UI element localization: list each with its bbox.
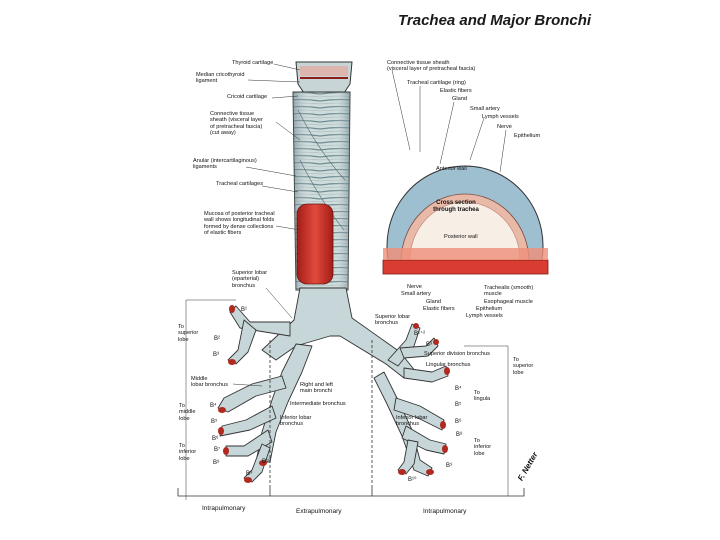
code-b8: B⁸ — [213, 460, 220, 466]
label-intrapulmonary-right: Intrapulmonary — [423, 508, 467, 515]
label-cricoid-cartilage: Cricoid cartilage — [227, 94, 268, 100]
label-to-inferior-lobe-left: To inferior lobe — [474, 438, 492, 457]
code-b8-left: B⁸ — [456, 432, 463, 438]
label-cs-lymph-vessels: Lymph vessels — [466, 313, 503, 319]
code-b6-left: B⁶ — [455, 419, 462, 425]
code-b5: B⁵ — [211, 419, 218, 425]
posterior-wall-mucosa — [296, 203, 334, 285]
label-epithelium: Epithelium — [514, 133, 541, 139]
label-to-superior-lobe-left: To superior lobe — [513, 357, 534, 376]
label-cs-trachealis: Trachealis (smooth) muscle — [484, 285, 534, 298]
label-anterior-wall: Anterior wall — [436, 166, 467, 172]
code-b3: B³ — [213, 352, 219, 358]
label-connective-tissue-sheath: Connective tissue sheath (visceral layer… — [210, 111, 263, 137]
label-inferior-lobar-right: Inferior lobar bronchus — [280, 415, 312, 428]
label-cs-nerve: Nerve — [407, 284, 422, 290]
code-b9: B⁹ — [246, 471, 253, 477]
code-b9-left: B⁹ — [446, 463, 453, 469]
code-b4-left: B⁴ — [455, 386, 462, 392]
label-tracheal-cartilages: Tracheal cartilages — [216, 181, 264, 187]
label-gland: Gland — [452, 96, 467, 102]
code-b5-left: B⁵ — [455, 402, 462, 408]
label-to-superior-lobe-right: To superior lobe — [178, 324, 199, 343]
label-connective-sheath-right: Connective tissue sheath (visceral layer… — [387, 60, 476, 73]
label-anular-ligaments: Anular (intercartilaginous) ligaments — [193, 158, 257, 171]
label-lymph-vessels: Lymph vessels — [482, 114, 519, 120]
label-elastic-fibers: Elastic fibers — [440, 88, 472, 94]
code-b2: B² — [214, 336, 220, 342]
label-cs-small-artery: Small artery — [401, 291, 431, 297]
label-superior-division: Superior division bronchus — [424, 351, 490, 357]
tracheal-cross-section — [382, 165, 549, 275]
label-cs-esophageal-muscle: Esophageal muscle — [484, 299, 533, 305]
label-cs-gland: Gland — [426, 299, 441, 305]
larynx-cartilage — [295, 61, 353, 97]
bronchial-openings — [218, 305, 450, 483]
label-intermediate-bronchus: Intermediate bronchus — [290, 401, 346, 407]
label-to-middle-lobe: To middle lobe — [179, 403, 196, 422]
label-posterior-wall-mucosa: Mucosa of posterior tracheal wall shows … — [204, 211, 275, 237]
code-b10-left: B¹⁰ — [408, 477, 417, 483]
label-superior-lobar-left: Superior lobar bronchus — [375, 314, 411, 327]
page-title: Trachea and Major Bronchi — [398, 12, 592, 29]
label-nerve: Nerve — [497, 124, 512, 130]
label-thyroid-cartilage: Thyroid cartilage — [232, 60, 274, 66]
code-b1: B¹ — [241, 307, 247, 313]
leader-lines — [185, 63, 509, 500]
bronchial-tree — [217, 287, 449, 483]
code-b6: B⁶ — [212, 436, 219, 442]
label-to-lingula: To lingula — [474, 390, 491, 403]
label-superior-lobar-eparterial: Superior lobar (eparterial) bronchus — [232, 270, 268, 289]
code-b4: B⁴ — [210, 403, 217, 409]
label-inferior-lobar-left: Inferior lobar bronchus — [396, 415, 428, 428]
label-cross-section-caption: Cross section through trachea — [433, 200, 479, 213]
label-posterior-wall: Posterior wall — [444, 234, 478, 240]
code-b3-left: B³ — [426, 342, 432, 348]
label-cs-elastic-fibers: Elastic fibers — [423, 306, 455, 312]
code-b7: B⁷ — [214, 447, 221, 453]
code-b1-2: B¹⁺² — [414, 331, 426, 337]
section-bracket — [177, 340, 525, 497]
label-cs-epithelium: Epithelium — [476, 306, 503, 312]
label-median-cricothyroid-ligament: Median cricothyroid ligament — [196, 72, 245, 85]
label-to-inferior-lobe-right: To inferior lobe — [179, 443, 197, 462]
label-tracheal-cartilage-ring: Tracheal cartilage (ring) — [407, 80, 466, 86]
label-main-bronchi: Right and left main bronchi — [300, 382, 333, 395]
label-lingular-bronchus: Lingular bronchus — [426, 362, 471, 368]
label-intrapulmonary-left: Intrapulmonary — [202, 505, 246, 512]
code-b10: B¹⁰ — [262, 459, 271, 465]
label-middle-lobar-bronchus: Middle lobar bronchus — [191, 376, 229, 389]
label-extrapulmonary: Extrapulmonary — [296, 508, 342, 515]
label-small-artery: Small artery — [470, 106, 500, 112]
